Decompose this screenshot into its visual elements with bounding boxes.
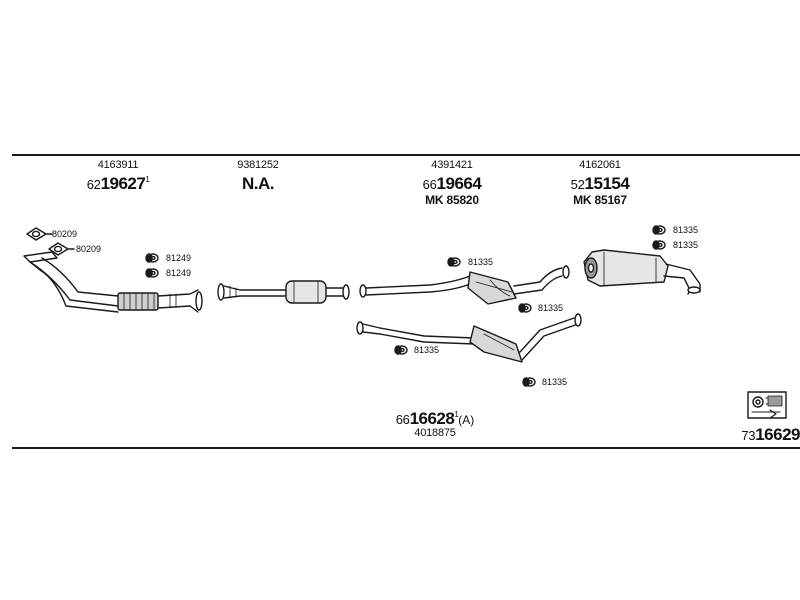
part-label: 81335 [673,225,698,235]
number-main: 16629 [755,425,800,444]
number-superscript: 1 [145,175,150,184]
column-rear-silencer: 4162061 5215154 MK 85167 [550,159,650,207]
column-big-number: N.A. [208,175,308,192]
number-main: 15154 [584,174,630,193]
number-prefix: 62 [86,177,101,192]
parts-kit-icon [747,391,787,419]
clamp-icon [145,268,159,278]
column-big-number: 6619664 [402,175,502,192]
column-small-number: 9381252 [237,159,279,171]
column-catalyst: 9381252 N.A. [208,159,308,193]
number-main: N.A. [242,174,275,193]
number-main: 16628 [409,409,455,428]
clamp-icon [145,253,159,263]
clamp-icon [447,257,461,267]
column-big-number: 66166281(A) [360,410,510,427]
clamp-icon [518,303,532,313]
column-small-number: 4162061 [579,159,621,171]
number-main: 19664 [436,174,482,193]
part-label: 81249 [166,253,191,263]
number-main: 19627 [100,174,146,193]
column-big-number: 5215154 [550,175,650,192]
rear-silencer [583,249,701,295]
part-label: 81335 [468,257,493,267]
column-middle-silencer: 4391421 6619664 MK 85820 [402,159,502,207]
middle-silencer-alt [356,313,582,363]
middle-silencer [359,265,570,305]
column-front-pipe: 4163911 62196271 [68,159,168,193]
catalyst-pipe [217,280,350,304]
number-prefix: 66 [395,412,410,427]
part-label: 80209 [76,244,101,254]
bottom-center-number: 66166281(A) 4018875 [360,410,510,439]
gasket-icon [48,242,69,256]
gasket-icon [26,227,47,241]
top-divider [12,154,800,156]
column-small-number: 4018875 [414,427,456,439]
number-prefix: 52 [570,177,585,192]
part-label: 81335 [414,345,439,355]
column-small-number: 4391421 [431,159,473,171]
mounting-kit-number: MK 85167 [573,193,627,207]
column-big-number: 7316629 [704,426,800,443]
clamp-icon [652,225,666,235]
number-suffix: (A) [458,413,475,427]
bottom-right-number: 7316629 [704,426,800,443]
number-superscript: 1 [454,410,459,419]
number-prefix: 73 [741,428,756,443]
part-label: 80209 [52,229,77,239]
clamp-icon [394,345,408,355]
mounting-kit-number: MK 85820 [425,193,479,207]
column-small-number: 4163911 [97,159,139,171]
clamp-icon [652,240,666,250]
front-pipe [23,251,203,313]
column-big-number: 62196271 [68,175,168,192]
part-label: 81335 [542,377,567,387]
number-prefix: 66 [422,177,437,192]
bottom-divider [12,447,800,449]
clamp-icon [522,377,536,387]
part-label: 81335 [673,240,698,250]
part-label: 81249 [166,268,191,278]
part-label: 81335 [538,303,563,313]
